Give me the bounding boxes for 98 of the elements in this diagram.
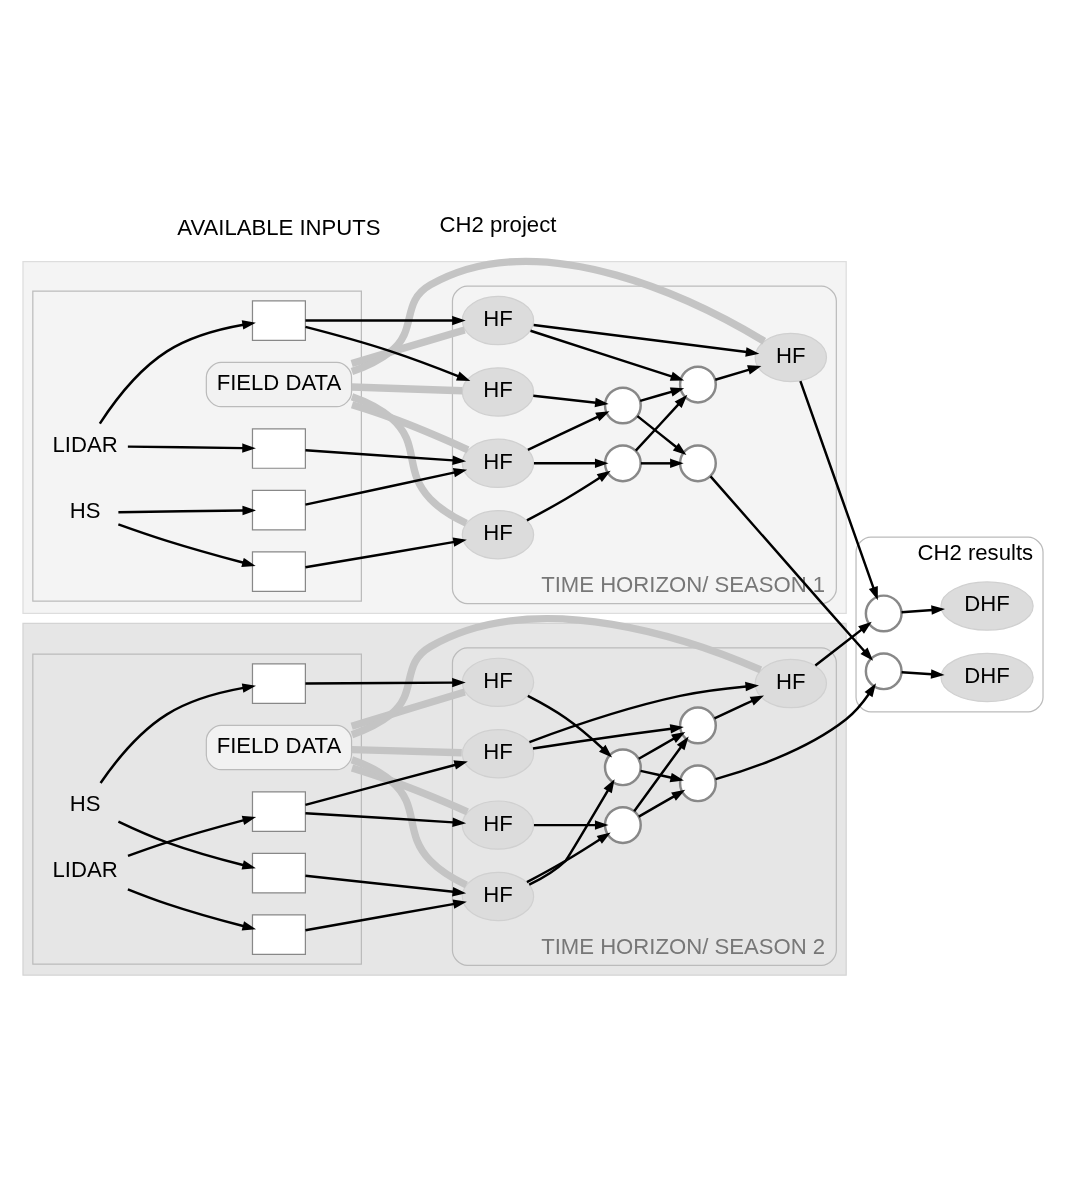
- arrow: [305, 536, 467, 569]
- arrow: [532, 723, 684, 750]
- arrow: [640, 458, 684, 468]
- arrow: [127, 815, 257, 857]
- arrow: [305, 759, 468, 806]
- arrow: [634, 394, 688, 451]
- cluster: [22, 622, 847, 976]
- node-ellipse: HF: [461, 728, 535, 778]
- node-box: [251, 790, 306, 832]
- arrow: [533, 323, 760, 357]
- connector: [350, 688, 466, 730]
- arrow: [527, 410, 610, 451]
- node-ellipse: HF: [461, 438, 535, 488]
- arrow: [715, 682, 876, 780]
- node-ellipse: HF: [461, 366, 535, 417]
- node-box: FIELD DATA: [205, 361, 353, 407]
- arrow: [533, 458, 609, 468]
- node-ellipse: HF: [461, 295, 535, 345]
- arrow: [640, 769, 684, 782]
- connector: [350, 763, 469, 815]
- connector: [351, 382, 463, 394]
- arrow: [633, 736, 689, 812]
- arrow: [305, 874, 467, 896]
- node-ellipse: HF: [754, 332, 828, 382]
- node-box: [251, 299, 306, 341]
- node-text: LIDAR: [52, 431, 118, 457]
- node-ellipse: HF: [461, 657, 535, 707]
- arrow: [99, 682, 256, 784]
- arrow: [305, 467, 468, 506]
- arrow: [638, 789, 686, 818]
- arrow: [530, 329, 685, 381]
- arrow: [639, 386, 685, 402]
- arrow: [533, 394, 609, 407]
- arrow: [901, 668, 945, 679]
- node-circle: [603, 747, 642, 786]
- arrow: [305, 315, 466, 325]
- node-circle: [603, 385, 642, 425]
- node-circle: [864, 651, 903, 690]
- node-circle: [678, 443, 717, 482]
- arrow: [526, 831, 611, 883]
- label: AVAILABLE INPUTS: [177, 214, 381, 240]
- arrow: [305, 811, 467, 827]
- arrow: [799, 380, 878, 600]
- connector: [350, 755, 468, 888]
- node-box: [251, 427, 306, 469]
- node-box: FIELD DATA: [205, 724, 353, 770]
- node-circle: [678, 705, 717, 744]
- arrow: [117, 522, 256, 567]
- arrow: [527, 694, 613, 758]
- node-ellipse: HF: [754, 658, 828, 708]
- connector: [350, 392, 468, 527]
- node-circle: [678, 763, 717, 802]
- arrow: [305, 448, 467, 465]
- node-box: [251, 550, 306, 592]
- node-ellipse: DHF: [940, 652, 1034, 702]
- node-ellipse: HF: [461, 509, 535, 559]
- connector: [351, 745, 462, 756]
- arrow: [127, 442, 256, 453]
- arrow: [709, 475, 874, 661]
- connector: [350, 614, 763, 738]
- node-box: [251, 852, 306, 893]
- arrow: [98, 319, 256, 424]
- arrow: [528, 778, 615, 886]
- cluster: [32, 289, 362, 602]
- arrow: [305, 677, 466, 687]
- node-text: HS: [69, 790, 101, 816]
- arrow: [714, 694, 764, 719]
- arrow: [533, 819, 609, 830]
- arrow: [638, 731, 686, 760]
- connector: [350, 257, 767, 375]
- arrow: [118, 505, 256, 515]
- node-text: HS: [69, 497, 101, 523]
- cluster: [22, 260, 847, 614]
- connector: [350, 326, 466, 367]
- node-circle: [864, 593, 903, 633]
- arrow: [117, 819, 256, 869]
- node-box: [251, 662, 306, 704]
- node-box: [251, 913, 306, 955]
- node-text: LIDAR: [52, 856, 118, 882]
- arrow: [636, 414, 687, 455]
- connector: [350, 400, 470, 453]
- node-ellipse: DHF: [940, 580, 1034, 631]
- arrow: [305, 898, 467, 931]
- arrow: [714, 364, 762, 381]
- node-ellipse: HF: [461, 799, 535, 850]
- node-circle: [678, 365, 717, 404]
- arrow: [529, 681, 759, 743]
- cluster: [32, 652, 362, 965]
- label: CH2 project: [439, 211, 557, 237]
- arrow: [127, 887, 256, 931]
- node-ellipse: HF: [461, 871, 535, 921]
- arrow: [526, 470, 611, 521]
- arrow: [305, 325, 471, 381]
- arrow: [901, 604, 945, 615]
- node-box: [251, 489, 306, 530]
- arrow: [814, 621, 872, 666]
- node-circle: [603, 443, 642, 482]
- node-circle: [603, 805, 642, 844]
